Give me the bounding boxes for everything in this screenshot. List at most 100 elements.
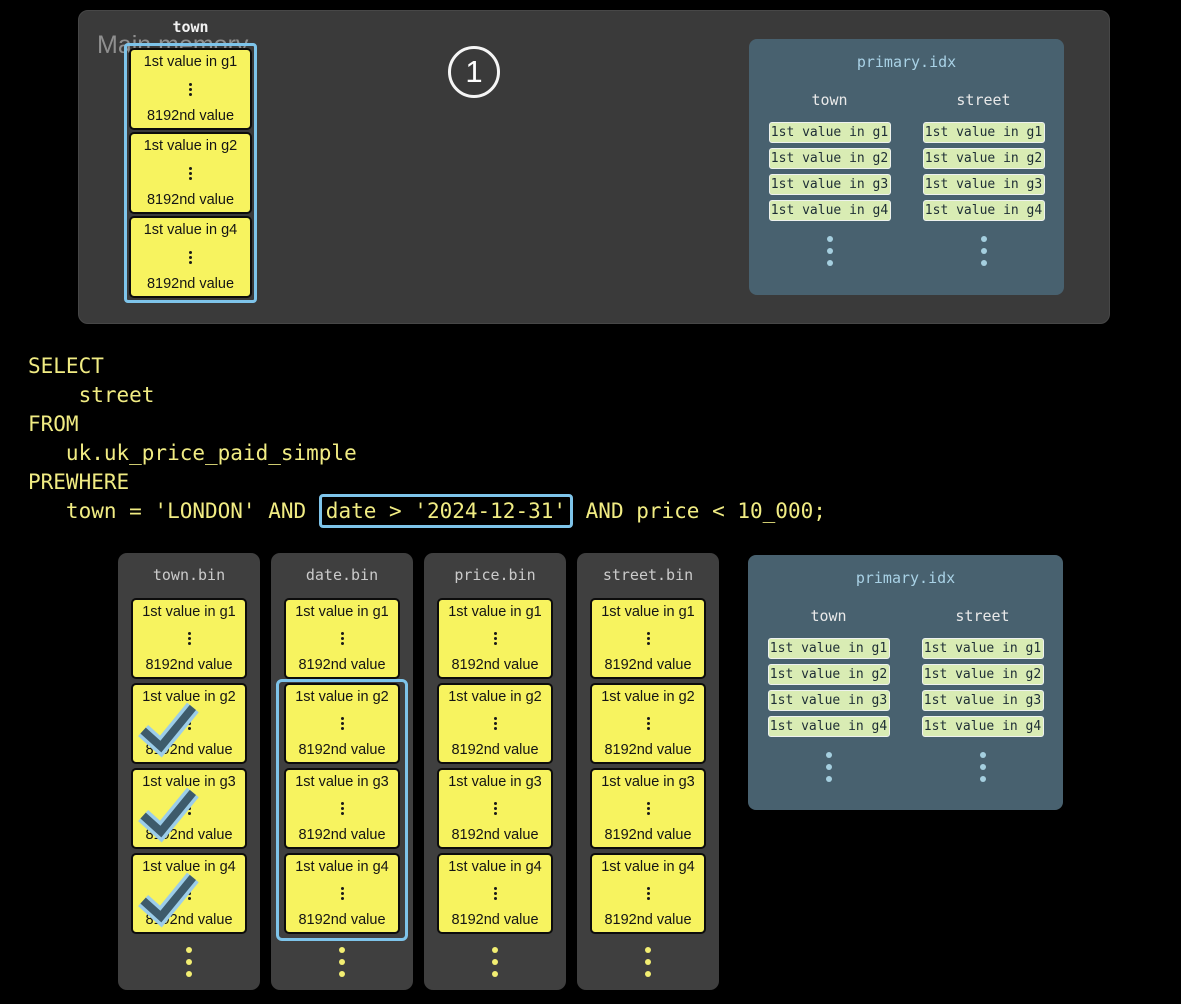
primary-idx-cell: 1st value in g4 <box>768 200 891 221</box>
granule-last-value: 8192nd value <box>451 742 539 758</box>
granule-block-g1: 1st value in g1 8192nd value <box>284 598 400 679</box>
granule-block-g2: 1st value in g2 8192nd value <box>590 683 706 764</box>
granule-last-value: 8192nd value <box>604 912 692 928</box>
bin-panel-price: price.bin 1st value in g1 8192nd value 1… <box>424 553 566 990</box>
ellipsis-icon <box>493 887 497 900</box>
ellipsis-icon <box>646 717 650 730</box>
granule-first-value: 1st value in g4 <box>295 859 389 875</box>
granule-first-value: 1st value in g1 <box>448 604 542 620</box>
bin-panel-date: date.bin 1st value in g1 8192nd value 1s… <box>271 553 413 990</box>
main-memory-panel: Main memory town 1st value in g1 8192nd … <box>78 10 1110 324</box>
granule-first-value: 1st value in g2 <box>143 138 238 154</box>
ellipsis-icon <box>646 632 650 645</box>
primary-idx-street-column: street 1st value in g1 1st value in g2 1… <box>921 607 1044 782</box>
granule-block-g4: 1st value in g4 8192nd value <box>590 853 706 934</box>
checkmark-icon <box>138 872 199 928</box>
memory-granule-block-1: 1st value in g1 8192nd value <box>129 48 252 130</box>
primary-idx-panel-top: primary.idx town 1st value in g1 1st val… <box>749 39 1064 295</box>
ellipsis-icon <box>493 717 497 730</box>
granule-last-value: 8192nd value <box>298 657 386 673</box>
ellipsis-icon <box>187 632 191 645</box>
ellipsis-icon <box>979 752 986 782</box>
ellipsis-icon <box>340 887 344 900</box>
bin-blocks: 1st value in g1 8192nd value 1st value i… <box>131 598 247 934</box>
ellipsis-icon <box>189 250 192 264</box>
sql-line-from: FROM <box>28 412 79 436</box>
granule-first-value: 1st value in g1 <box>295 604 389 620</box>
primary-idx-cell: 1st value in g2 <box>767 664 890 685</box>
primary-idx-cell: 1st value in g3 <box>922 174 1045 195</box>
sql-predicate-prefix: town = 'LONDON' AND <box>28 499 319 523</box>
ellipsis-icon <box>980 236 987 266</box>
sql-line-select: SELECT <box>28 354 104 378</box>
primary-idx-cell: 1st value in g1 <box>768 122 891 143</box>
granule-block-g3: 1st value in g3 8192nd value <box>437 768 553 849</box>
granule-first-value: 1st value in g4 <box>143 222 238 238</box>
granule-block-g1: 1st value in g1 8192nd value <box>131 598 247 679</box>
granule-block-g4: 1st value in g4 8192nd value <box>284 853 400 934</box>
step-number: 1 <box>465 54 483 89</box>
ellipsis-icon <box>340 717 344 730</box>
granule-first-value: 1st value in g2 <box>295 689 389 705</box>
primary-idx-cell: 1st value in g2 <box>922 148 1045 169</box>
granule-last-value: 8192nd value <box>604 827 692 843</box>
primary-idx-cell: 1st value in g4 <box>922 200 1045 221</box>
primary-idx-cell: 1st value in g1 <box>922 122 1045 143</box>
sql-line-street: street <box>28 383 155 407</box>
granule-block-g2: 1st value in g2 8192nd value <box>284 683 400 764</box>
granule-first-value: 1st value in g1 <box>142 604 236 620</box>
sql-line-table: uk.uk_price_paid_simple <box>28 441 357 465</box>
granule-first-value: 1st value in g1 <box>143 54 238 70</box>
bin-title: street.bin <box>602 566 694 584</box>
memory-column-header: town <box>172 18 209 36</box>
granule-block-g4: 1st value in g4 8192nd value <box>437 853 553 934</box>
bin-title: date.bin <box>305 566 379 584</box>
ellipsis-icon <box>825 752 832 782</box>
primary-idx-cell: 1st value in g3 <box>768 174 891 195</box>
granule-block-g3: 1st value in g3 8192nd value <box>284 768 400 849</box>
granule-block-g3: 1st value in g3 8192nd value <box>590 768 706 849</box>
primary-idx-cell: 1st value in g3 <box>921 690 1044 711</box>
ellipsis-icon <box>646 802 650 815</box>
primary-idx-town-header: town <box>811 91 848 109</box>
bin-more-granules <box>118 947 260 977</box>
sql-highlighted-predicate: date > '2024-12-31' <box>318 494 574 528</box>
bin-blocks: 1st value in g1 8192nd value 1st value i… <box>284 598 400 934</box>
granule-last-value: 8192nd value <box>298 912 386 928</box>
granule-first-value: 1st value in g3 <box>601 774 695 790</box>
memory-granule-block-3: 1st value in g4 8192nd value <box>129 216 252 298</box>
primary-idx-street-header: street <box>955 607 1010 625</box>
granule-first-value: 1st value in g2 <box>142 689 236 705</box>
primary-idx-title: primary.idx <box>856 53 957 71</box>
primary-idx-town-column: town 1st value in g1 1st value in g2 1st… <box>768 91 891 266</box>
ellipsis-icon <box>186 947 192 977</box>
bin-blocks: 1st value in g1 8192nd value 1st value i… <box>590 598 706 934</box>
granule-first-value: 1st value in g3 <box>295 774 389 790</box>
primary-idx-cell: 1st value in g2 <box>768 148 891 169</box>
primary-idx-panel-bottom: primary.idx town 1st value in g1 1st val… <box>748 555 1063 810</box>
step-1-badge: 1 <box>448 46 500 98</box>
granule-first-value: 1st value in g1 <box>601 604 695 620</box>
granule-last-value: 8192nd value <box>604 657 692 673</box>
granule-last-value: 8192nd value <box>146 108 235 124</box>
ellipsis-icon <box>493 802 497 815</box>
ellipsis-icon <box>492 947 498 977</box>
checkmark-icon <box>138 787 199 843</box>
granule-first-value: 1st value in g3 <box>448 774 542 790</box>
ellipsis-icon <box>493 632 497 645</box>
primary-idx-town-header: town <box>810 607 847 625</box>
granule-first-value: 1st value in g3 <box>142 774 236 790</box>
granule-last-value: 8192nd value <box>146 192 235 208</box>
sql-predicate-suffix: AND price < 10_000; <box>573 499 826 523</box>
granule-first-value: 1st value in g2 <box>448 689 542 705</box>
granule-last-value: 8192nd value <box>451 912 539 928</box>
granule-block-g1: 1st value in g1 8192nd value <box>437 598 553 679</box>
granule-block-g4: 1st value in g4 8192nd value <box>131 853 247 934</box>
bin-blocks: 1st value in g1 8192nd value 1st value i… <box>437 598 553 934</box>
bin-more-granules <box>271 947 413 977</box>
granule-last-value: 8192nd value <box>451 827 539 843</box>
primary-idx-body: town 1st value in g1 1st value in g2 1st… <box>749 91 1064 266</box>
ellipsis-icon <box>340 632 344 645</box>
granule-block-g3: 1st value in g3 8192nd value <box>131 768 247 849</box>
